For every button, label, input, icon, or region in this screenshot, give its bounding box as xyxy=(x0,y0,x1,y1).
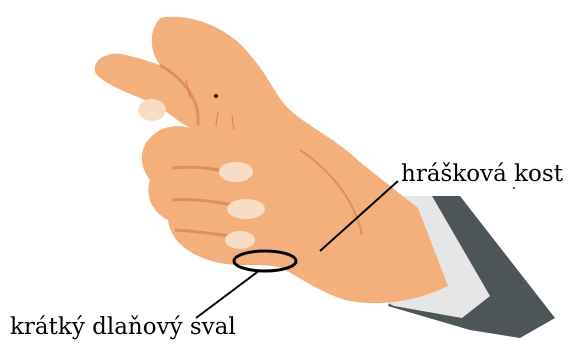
thumbnail xyxy=(138,99,166,121)
knuckle-dot xyxy=(214,94,218,98)
palmaris-brevis-leader-line xyxy=(196,270,260,318)
hand xyxy=(95,17,448,303)
fingernail-3 xyxy=(225,231,255,249)
stray-dot xyxy=(513,187,515,189)
palmaris-brevis-label: krátký dlaňový sval xyxy=(10,316,236,339)
fingernail-2 xyxy=(227,199,265,219)
pisiform-label: hrášková kost xyxy=(401,163,563,186)
fingernail-1 xyxy=(219,162,253,182)
